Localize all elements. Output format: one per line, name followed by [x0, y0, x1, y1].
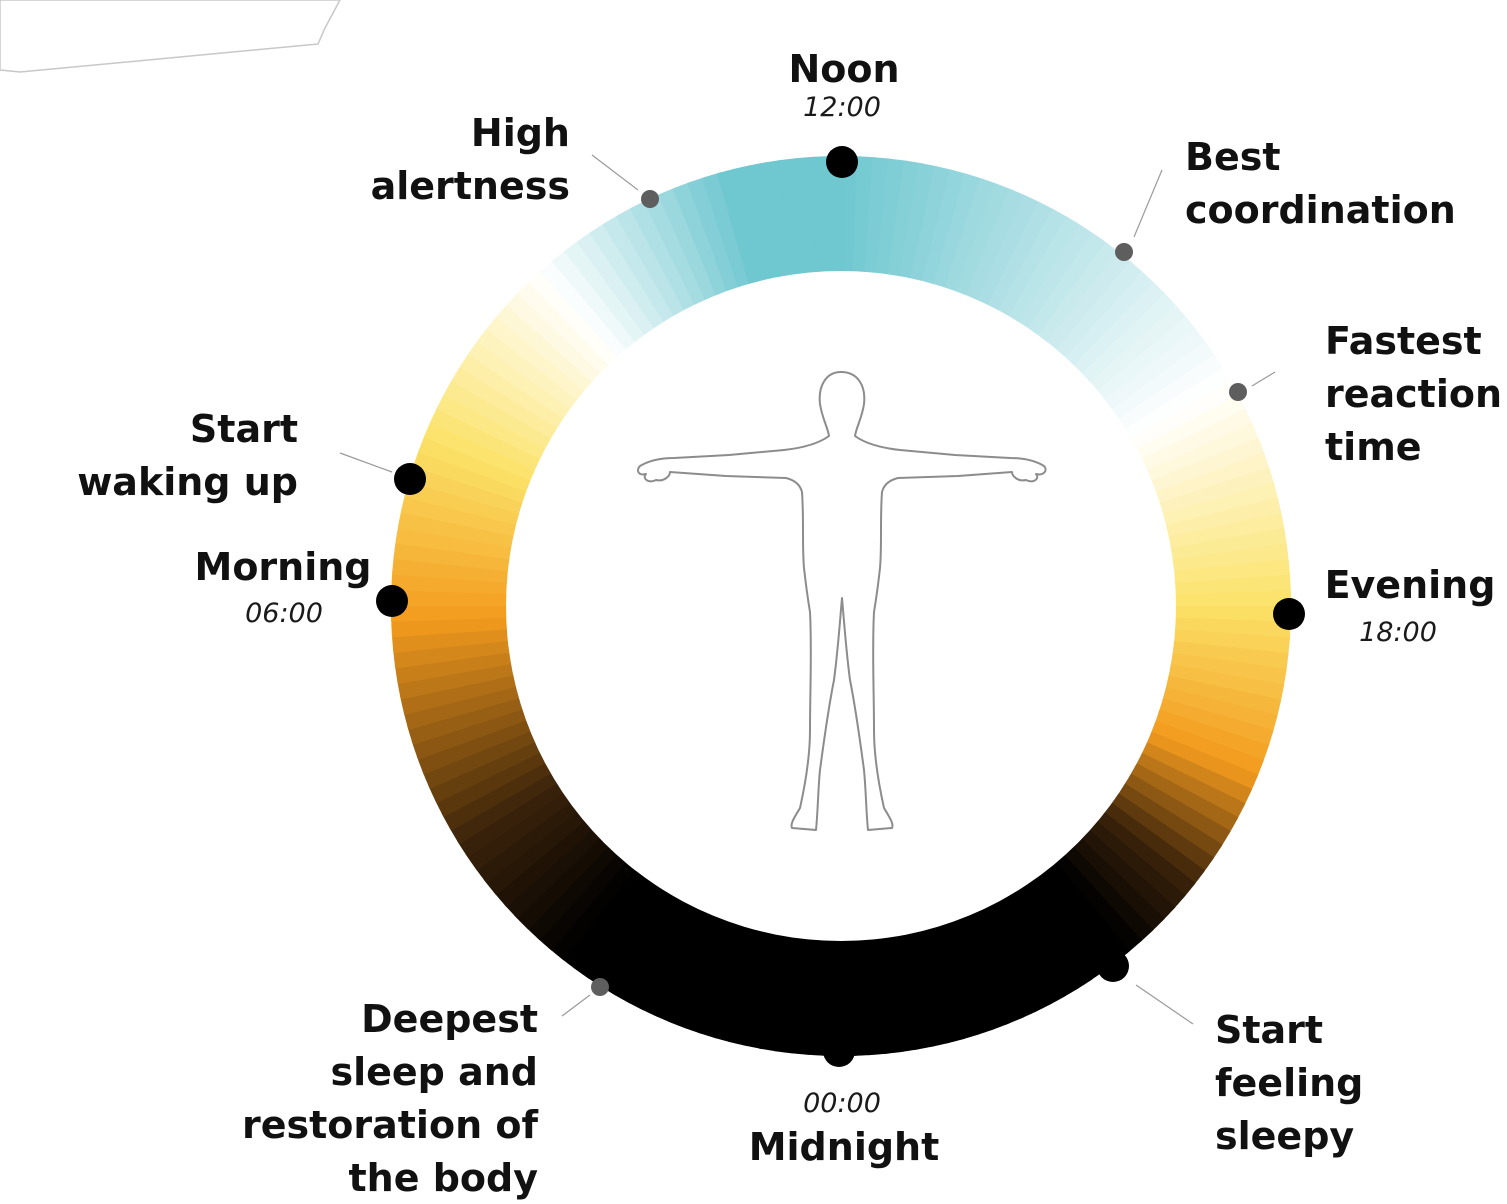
- deepest-sleep-line-3: restoration of: [242, 1103, 538, 1147]
- start-feeling-sleepy-marker-dot: [1097, 950, 1129, 982]
- midnight-time: 00:00: [803, 1088, 881, 1119]
- start-feeling-sleepy-line-1: Start: [1215, 1008, 1323, 1052]
- leader-fastest-reaction: [1252, 372, 1275, 386]
- fastest-reaction-line-2: reaction: [1325, 372, 1502, 416]
- start-waking-up-line-1: Start: [190, 407, 298, 451]
- event-start-waking-up: Start waking up: [77, 407, 298, 504]
- morning-time: 06:00: [245, 598, 323, 629]
- start-waking-up-line-2: waking up: [77, 460, 298, 504]
- midnight-marker-dot: [823, 1035, 855, 1067]
- deepest-sleep-line-4: the body: [349, 1156, 539, 1200]
- start-feeling-sleepy-line-2: feeling: [1215, 1061, 1363, 1105]
- event-fastest-reaction: Fastest reaction time: [1325, 319, 1502, 469]
- morning-label: Morning: [195, 545, 372, 589]
- evening-label: Evening: [1325, 563, 1496, 607]
- leader-high-alertness: [592, 155, 638, 190]
- event-best-coordination: Best coordination: [1185, 135, 1456, 232]
- leader-best-coordination: [1134, 170, 1162, 237]
- best-coordination-line-1: Best: [1185, 135, 1281, 179]
- event-deepest-sleep: Deepest sleep and restoration of the bod…: [242, 997, 538, 1200]
- deepest-sleep-marker-dot: [591, 978, 609, 996]
- event-high-alertness: High alertness: [371, 111, 570, 208]
- torn-paper-edge: [0, 0, 340, 72]
- midnight-label: Midnight: [749, 1125, 940, 1169]
- morning-marker-dot: [376, 585, 408, 617]
- fastest-reaction-line-3: time: [1325, 425, 1422, 469]
- leader-start-feeling-sleepy: [1136, 985, 1193, 1024]
- evening-marker-dot: [1273, 598, 1305, 630]
- noon-time: 12:00: [803, 92, 881, 123]
- deepest-sleep-line-1: Deepest: [361, 997, 538, 1041]
- start-feeling-sleepy-line-3: sleepy: [1215, 1114, 1354, 1158]
- noon-marker-dot: [826, 146, 858, 178]
- fastest-reaction-marker-dot: [1229, 383, 1247, 401]
- high-alertness-line-1: High: [471, 111, 570, 155]
- best-coordination-line-2: coordination: [1185, 188, 1456, 232]
- start-waking-up-marker-dot: [394, 463, 426, 495]
- evening-time: 18:00: [1359, 617, 1437, 648]
- leader-deepest-sleep: [562, 995, 590, 1016]
- deepest-sleep-line-2: sleep and: [330, 1050, 538, 1094]
- event-start-feeling-sleepy: Start feeling sleepy: [1215, 1008, 1363, 1158]
- fastest-reaction-line-1: Fastest: [1325, 319, 1482, 363]
- high-alertness-line-2: alertness: [371, 164, 570, 208]
- noon-label: Noon: [788, 47, 899, 91]
- best-coordination-marker-dot: [1115, 243, 1133, 261]
- leader-start-waking-up: [340, 453, 392, 472]
- high-alertness-marker-dot: [641, 190, 659, 208]
